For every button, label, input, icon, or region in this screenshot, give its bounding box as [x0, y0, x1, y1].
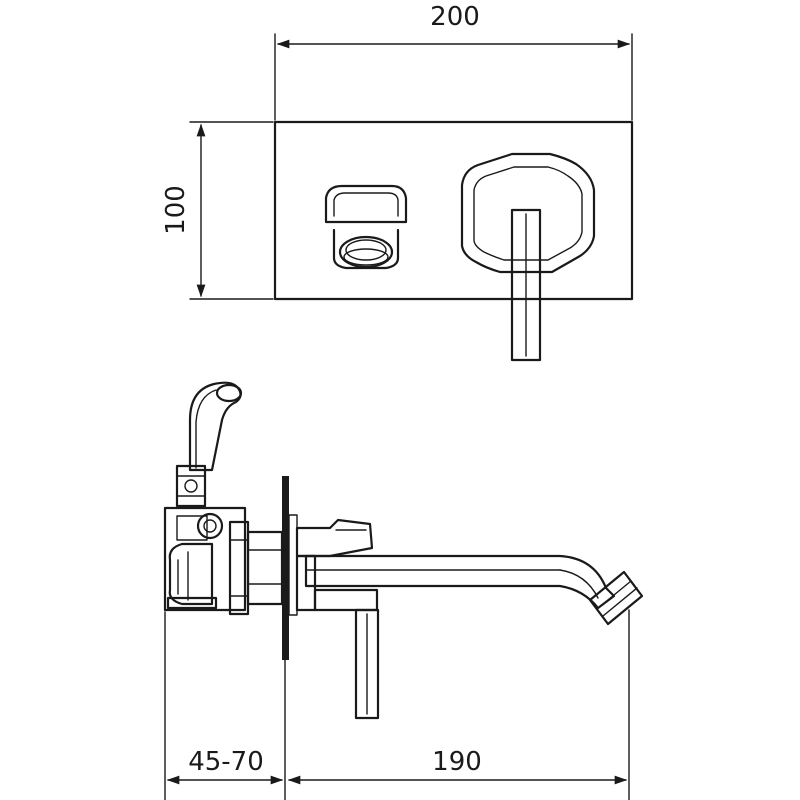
wall-plate	[282, 476, 289, 660]
plate-width-label: 200	[430, 2, 480, 32]
diverter-lever-side	[188, 381, 243, 472]
lever-handle-front	[510, 208, 542, 362]
mixer-escutcheon	[460, 152, 596, 274]
dimension-plate-width: 200	[274, 2, 633, 121]
lever-handle-side	[354, 608, 380, 720]
spout-aerator	[588, 570, 644, 626]
spout-side	[304, 554, 644, 626]
mixer-body-side	[295, 518, 379, 612]
dimension-wall-depth: 45-70	[164, 611, 286, 800]
side-view	[163, 381, 644, 720]
wall-depth-label: 45-70	[188, 747, 264, 777]
plate-height-label: 100	[161, 185, 191, 235]
dimension-spout-projection: 190	[287, 609, 630, 800]
front-view	[273, 120, 634, 362]
dimension-plate-height: 100	[161, 121, 274, 300]
valve-body	[163, 506, 284, 616]
cover-plate	[273, 120, 634, 301]
diverter-knob	[324, 184, 408, 270]
lever-nut-stack	[175, 464, 207, 508]
spout-projection-label: 190	[432, 747, 482, 777]
